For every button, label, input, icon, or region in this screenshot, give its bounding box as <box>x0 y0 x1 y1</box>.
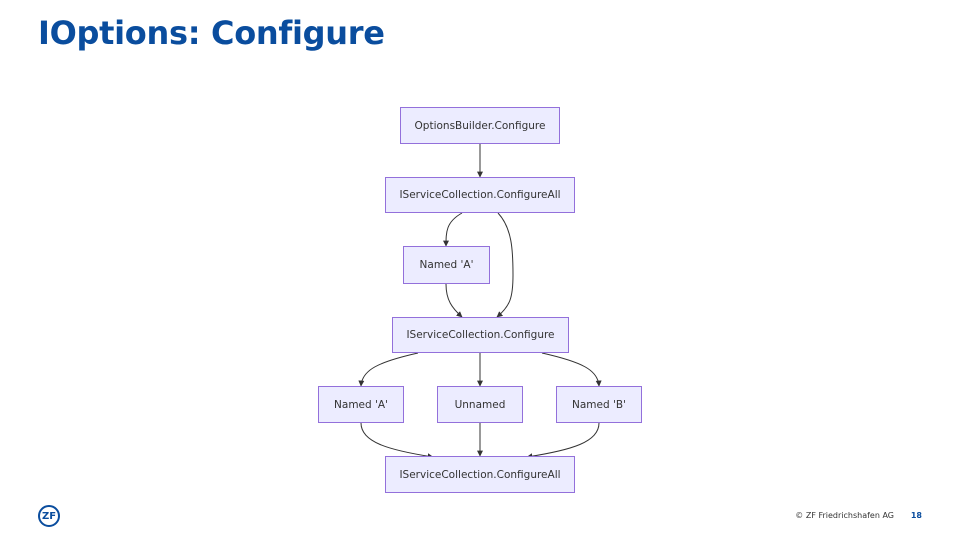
node-label: IServiceCollection.ConfigureAll <box>399 468 561 481</box>
node-label: Named 'A' <box>419 259 474 271</box>
node-label: IServiceCollection.Configure <box>406 329 555 341</box>
edge-n4-n5 <box>358 352 419 387</box>
edge-n4-n7 <box>541 352 602 387</box>
footer-copyright: © ZF Friedrichshafen AG <box>795 511 894 520</box>
node-named-a-upper: Named 'A' <box>403 246 490 284</box>
node-label: Unnamed <box>454 398 506 411</box>
node-label: IServiceCollection.ConfigureAll <box>399 189 561 201</box>
zf-logo: ZF <box>38 505 60 527</box>
edge-n5-n8 <box>360 422 434 460</box>
node-service-collection-configure-all-bottom: IServiceCollection.ConfigureAll <box>385 456 575 493</box>
node-service-collection-configure: IServiceCollection.Configure <box>392 317 569 353</box>
node-named-a-lower: Named 'A' <box>318 386 404 423</box>
node-label: Named 'B' <box>572 398 626 411</box>
node-options-builder-configure: OptionsBuilder.Configure <box>400 107 560 144</box>
node-label: Named 'A' <box>334 398 388 411</box>
page-number: 18 <box>910 511 922 520</box>
edge-n2-n3 <box>443 212 463 247</box>
node-label: OptionsBuilder.Configure <box>414 119 546 132</box>
edge-n3-n4 <box>445 283 463 318</box>
edge-n2-n4 <box>496 212 514 318</box>
node-unnamed: Unnamed <box>437 386 523 423</box>
logo-text: ZF <box>41 510 57 522</box>
node-service-collection-configure-all-top: IServiceCollection.ConfigureAll <box>385 177 575 213</box>
edge-n7-n8 <box>526 422 600 460</box>
slide-title: IOptions: Configure <box>38 14 385 52</box>
node-named-b: Named 'B' <box>556 386 642 423</box>
